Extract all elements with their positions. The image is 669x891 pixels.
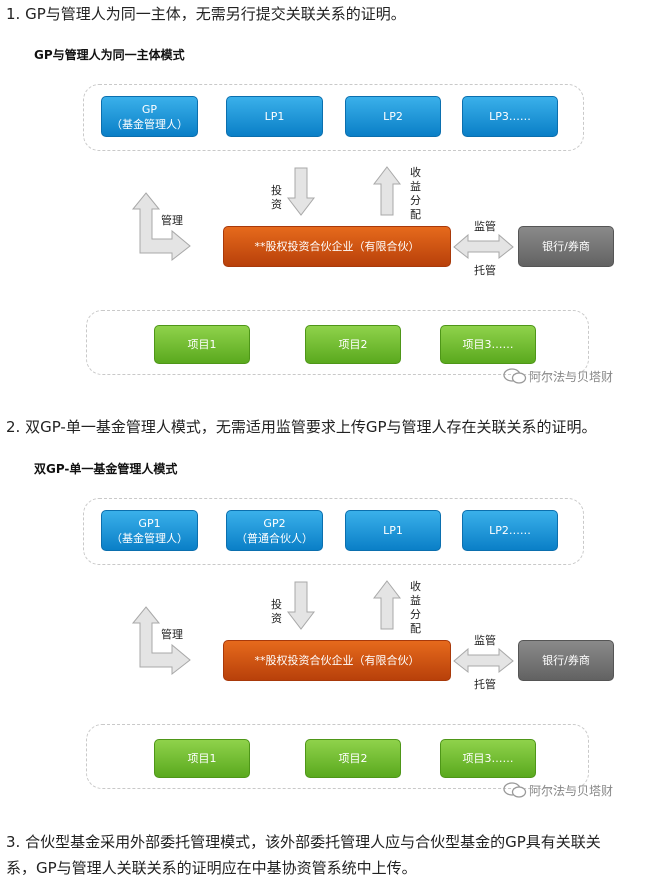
wechat-icon	[503, 368, 527, 384]
distribute-label: 收益分配	[410, 166, 421, 221]
gp2-box: GP2 （普通合伙人）	[226, 510, 323, 551]
lp3-box: LP3……	[462, 96, 558, 137]
lp1-box: LP1	[226, 96, 323, 137]
distribute-arrow	[372, 580, 402, 630]
paragraph-3-line-2: 系，GP与管理人关联关系的证明应在中基协资管系统中上传。	[6, 859, 417, 877]
project1-box: 项目1	[154, 739, 250, 778]
diagram-title: GP与管理人为同一主体模式	[34, 48, 185, 62]
manage-arrow	[131, 606, 191, 676]
gp-box: GP （基金管理人）	[101, 96, 198, 137]
project3-box: 项目3……	[440, 739, 536, 778]
supervise-label: 监管	[474, 220, 496, 233]
project1-box: 项目1	[154, 325, 250, 364]
fund-box: **股权投资合伙企业（有限合伙）	[223, 226, 451, 267]
custody-label: 托管	[474, 264, 496, 277]
top-group-frame	[83, 498, 584, 565]
manage-label: 管理	[161, 628, 183, 641]
project2-box: 项目2	[305, 739, 401, 778]
project-group-frame	[86, 310, 589, 375]
supervise-label: 监管	[474, 634, 496, 647]
manage-arrow	[131, 192, 191, 262]
custody-label: 托管	[474, 678, 496, 691]
paragraph-2: 2. 双GP-单一基金管理人模式，无需适用监管要求上传GP与管理人存在关联关系的…	[6, 418, 597, 436]
paragraph-3-line-1: 3. 合伙型基金采用外部委托管理模式，该外部委托管理人应与合伙型基金的GP具有关…	[6, 833, 601, 851]
manage-label: 管理	[161, 214, 183, 227]
invest-arrow	[286, 167, 316, 216]
lp1-box: LP1	[345, 510, 441, 551]
project2-box: 项目2	[305, 325, 401, 364]
project3-box: 项目3……	[440, 325, 536, 364]
diagram-title: 双GP-单一基金管理人模式	[34, 462, 178, 476]
fund-box: **股权投资合伙企业（有限合伙）	[223, 640, 451, 681]
distribute-arrow	[372, 166, 402, 216]
bank-box: 银行/券商	[518, 226, 614, 267]
bank-box: 银行/券商	[518, 640, 614, 681]
lp2-box: LP2……	[462, 510, 558, 551]
project-group-frame	[86, 724, 589, 789]
supervise-custody-arrow	[453, 647, 514, 674]
watermark: 阿尔法与贝塔财	[529, 784, 614, 798]
top-group-frame	[83, 84, 584, 151]
distribute-label: 收益分配	[410, 580, 421, 635]
wechat-icon	[503, 782, 527, 798]
invest-label: 投资	[271, 598, 282, 625]
paragraph-1: 1. GP与管理人为同一主体，无需另行提交关联关系的证明。	[6, 5, 406, 23]
invest-arrow	[286, 581, 316, 630]
lp2-box: LP2	[345, 96, 441, 137]
supervise-custody-arrow	[453, 233, 514, 260]
watermark: 阿尔法与贝塔财	[529, 370, 614, 384]
invest-label: 投资	[271, 184, 282, 211]
gp1-box: GP1 （基金管理人）	[101, 510, 198, 551]
